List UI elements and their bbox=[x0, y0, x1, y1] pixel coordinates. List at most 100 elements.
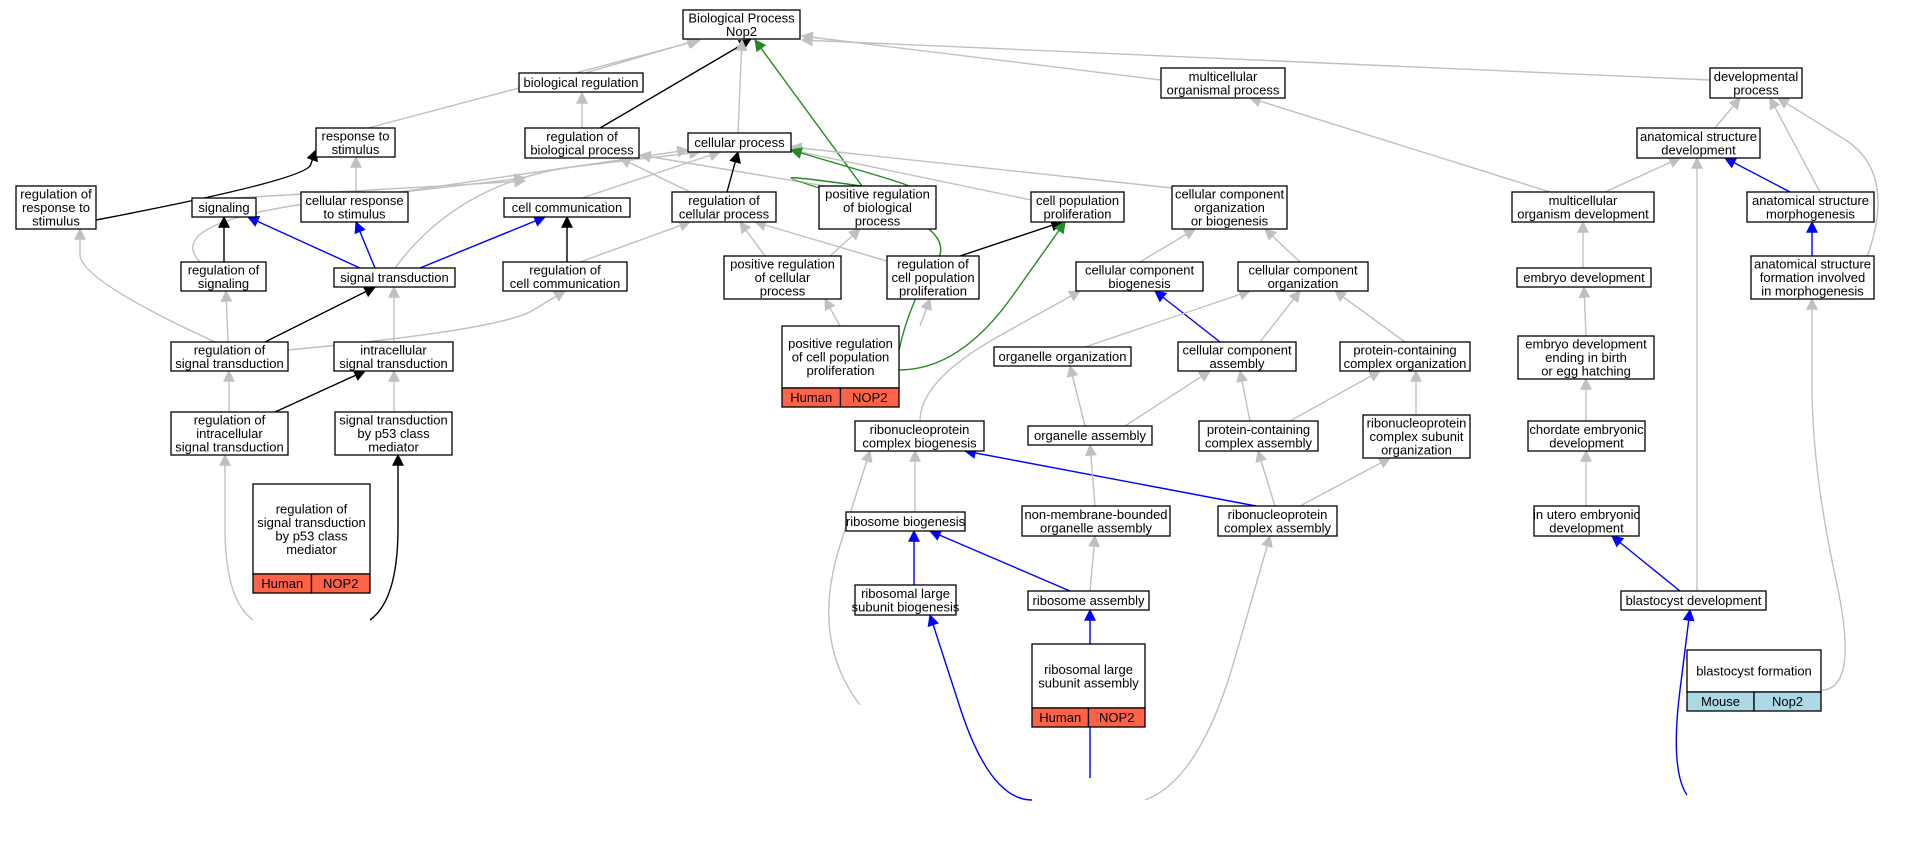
node-label-regintra-1: intracellular bbox=[196, 426, 263, 441]
node-box-chordate bbox=[1527, 420, 1646, 452]
edge-posregbio-to-bp bbox=[754, 39, 863, 187]
edge-orgassem-to-ccassem bbox=[1124, 370, 1212, 427]
node-tag-posregcellpop-0: Human bbox=[790, 390, 832, 405]
edges-layer bbox=[74, 31, 1879, 801]
node-label-embdev-0: embryo development bbox=[1523, 270, 1645, 285]
node-label-regcellpop-0: regulation of bbox=[897, 257, 969, 272]
node-embdev[interactable]: embryo development bbox=[1516, 267, 1652, 288]
node-label-posregbio-2: process bbox=[855, 214, 901, 229]
node-label-rnpassem-1: complex assembly bbox=[1224, 520, 1331, 535]
node-signaling[interactable]: signaling bbox=[191, 197, 257, 218]
node-box-mod bbox=[1511, 191, 1655, 223]
node-label-ccob-1: organization bbox=[1194, 200, 1265, 215]
node-tag-cell-blastform-1 bbox=[1753, 691, 1822, 712]
node-label-ccbio-0: cellular component bbox=[1085, 262, 1195, 277]
edge-cellresp-to-cellproc bbox=[399, 145, 690, 193]
node-label-lsubbio-0: ribosomal large bbox=[861, 586, 950, 601]
node-bioreg[interactable]: biological regulation bbox=[518, 72, 644, 93]
node-orgorg[interactable]: organelle organization bbox=[993, 346, 1132, 367]
node-label-sigtrans-0: signal transduction bbox=[340, 270, 448, 285]
node-box-p53 bbox=[334, 411, 453, 456]
node-label-pcorg-0: protein-containing bbox=[1353, 342, 1456, 357]
node-label-blastdev-0: blastocyst development bbox=[1626, 593, 1762, 608]
edge-mod-to-multiproc bbox=[1248, 95, 1551, 193]
node-box-regp53 bbox=[252, 483, 371, 575]
node-label-rnpsub-2: organization bbox=[1381, 443, 1452, 458]
node-label-regsig-0: regulation of bbox=[188, 262, 260, 277]
node-label-chordate-0: chordate embryonic bbox=[1529, 422, 1644, 437]
node-tag-cell-regp53-1 bbox=[310, 573, 371, 594]
node-riboassem[interactable]: ribosome assembly bbox=[1027, 590, 1150, 611]
edge-regp53-to-regintra bbox=[219, 453, 254, 621]
node-label-rnpbio-1: complex biogenesis bbox=[862, 435, 977, 450]
node-box-regintra bbox=[170, 411, 289, 456]
node-box-cellproc bbox=[687, 132, 792, 153]
node-label-mod-1: organism development bbox=[1517, 206, 1649, 221]
edge-regcellpop-to-regcell bbox=[753, 219, 891, 263]
node-label-asfm-1: formation involved bbox=[1760, 270, 1866, 285]
edge-regbio-to-bp bbox=[599, 39, 752, 129]
node-label-multiproc-0: multicellular bbox=[1189, 69, 1258, 84]
node-box-ribobio bbox=[845, 511, 966, 532]
node-blastdev[interactable]: blastocyst development bbox=[1620, 590, 1767, 611]
node-label-chordate-1: development bbox=[1549, 435, 1624, 450]
node-cellproc[interactable]: cellular process bbox=[687, 132, 792, 153]
node-label-p53-1: by p53 class bbox=[357, 426, 430, 441]
node-box-posregcell bbox=[723, 255, 842, 300]
node-sigtrans[interactable]: signal transduction bbox=[333, 267, 456, 288]
node-box-ccbio bbox=[1075, 261, 1204, 292]
node-label-posregcellpop-2: proliferation bbox=[807, 363, 875, 378]
node-box-regsigtrans bbox=[170, 341, 289, 372]
node-ribobio[interactable]: ribosome biogenesis bbox=[845, 511, 966, 532]
node-box-regresp bbox=[15, 185, 97, 230]
node-cellcomm[interactable]: cell communication bbox=[503, 197, 631, 218]
node-orgassem[interactable]: organelle assembly bbox=[1027, 425, 1153, 446]
node-label-posregcellpop-1: of cell population bbox=[792, 350, 890, 365]
edge-ccassem-to-ccorg bbox=[1259, 290, 1301, 343]
node-label-regsigtrans-1: signal transduction bbox=[175, 356, 283, 371]
node-label-nonmem-1: organelle assembly bbox=[1040, 520, 1153, 535]
edge-ccob-to-cellproc bbox=[789, 142, 1173, 189]
